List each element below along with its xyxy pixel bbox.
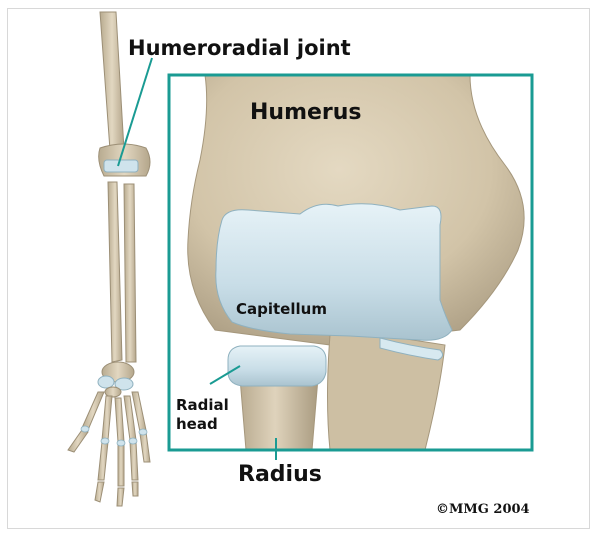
- radial-head-label-line2: head: [176, 415, 229, 434]
- radius-bone: [240, 378, 318, 450]
- radial-head-label-line1: Radial: [176, 396, 229, 415]
- arm-skeleton: [68, 12, 150, 506]
- capitellum-cartilage: [216, 204, 452, 341]
- elbow-detail: [169, 75, 532, 450]
- humerus-label: Humerus: [250, 100, 362, 125]
- radius-label: Radius: [238, 462, 322, 487]
- copyright-text: ©MMG 2004: [436, 502, 530, 517]
- humeroradial-joint-label: Humeroradial joint: [128, 36, 351, 60]
- radial-head-label: Radial head: [176, 396, 229, 434]
- radial-head-cartilage: [228, 346, 326, 386]
- capitellum-label: Capitellum: [236, 300, 327, 318]
